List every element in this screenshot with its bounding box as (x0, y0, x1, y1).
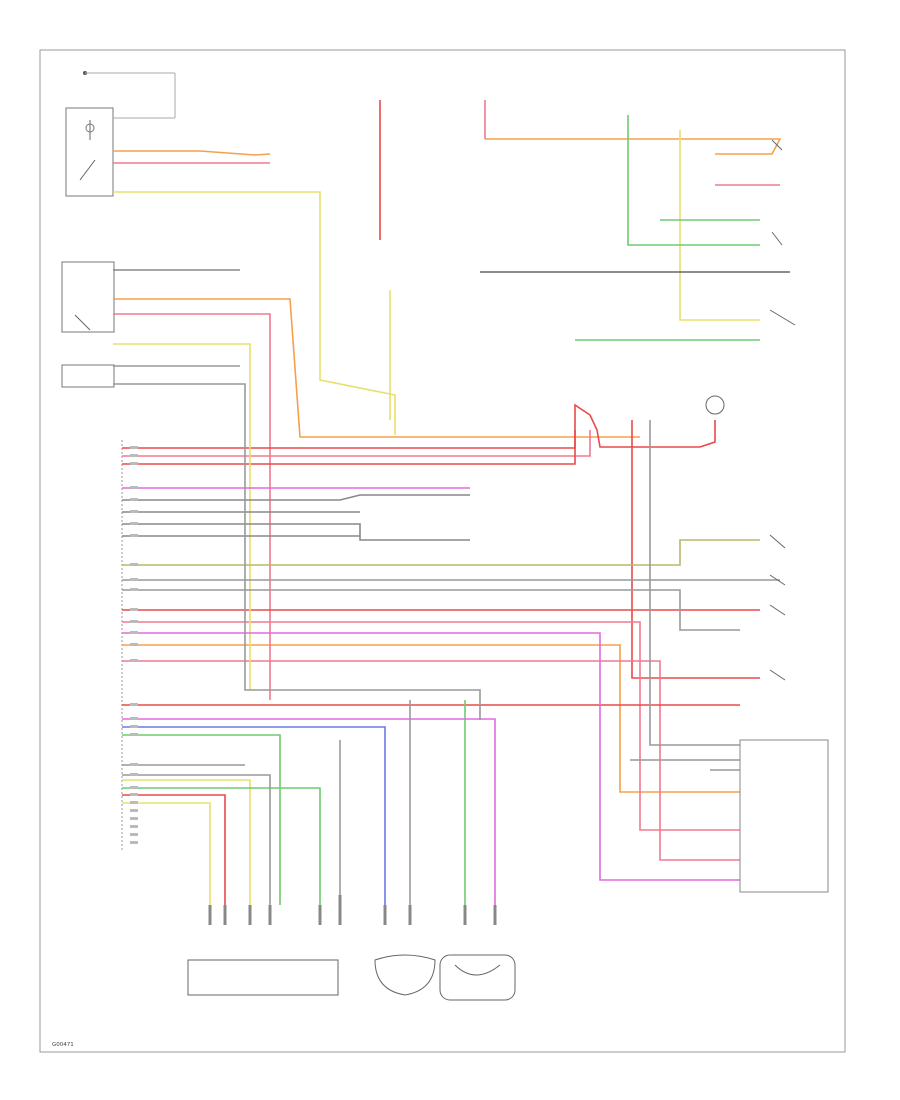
figure-code: G00471 (52, 1042, 74, 1048)
connector-pin-rows (130, 446, 138, 844)
left-module-box (61, 261, 115, 388)
wires (113, 100, 790, 905)
right-switches (705, 139, 829, 893)
diagram-frame (39, 49, 846, 1053)
bottom-components (187, 895, 516, 1001)
top-left-switch-module (65, 71, 176, 197)
